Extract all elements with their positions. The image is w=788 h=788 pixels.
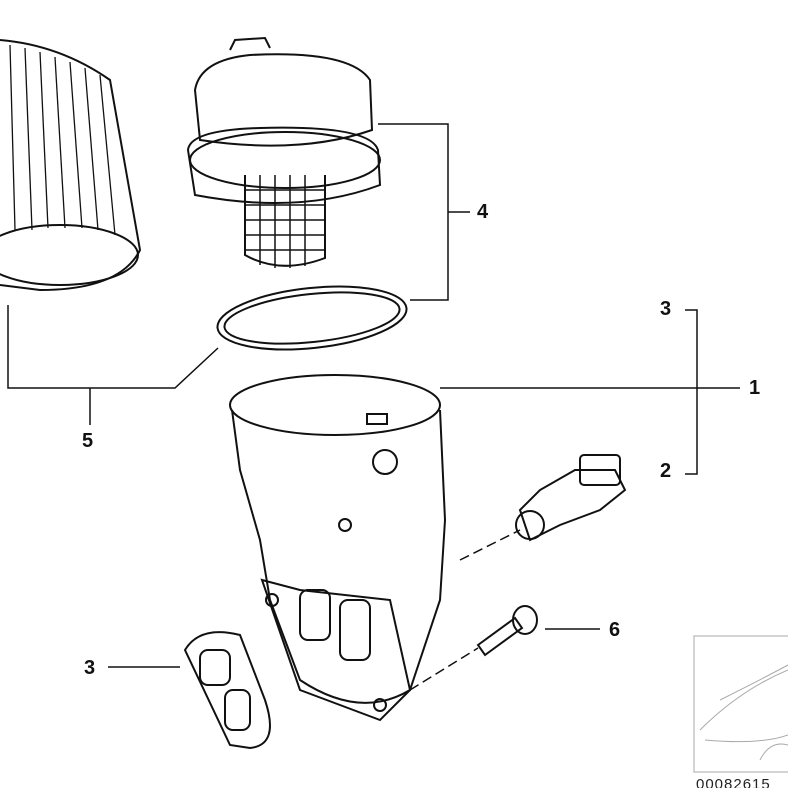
callout-6[interactable]: 6 [609,619,621,641]
callout-3-bottom[interactable]: 3 [84,657,96,679]
diagram-code: 00082615 [696,776,771,788]
callout-1[interactable]: 1 [749,377,761,399]
filter-cover-cap[interactable] [186,36,382,268]
vehicle-thumbnail [693,635,788,773]
callout-5[interactable]: 5 [82,430,94,452]
callout-3-top[interactable]: 3 [660,298,672,320]
gasket[interactable] [183,631,271,750]
oil-pressure-sensor[interactable] [515,454,627,542]
callout-2[interactable]: 2 [660,460,672,482]
o-ring-seal[interactable] [214,278,409,358]
oil-filter-element[interactable] [0,39,142,292]
oil-filter-housing[interactable] [229,374,447,722]
bolt[interactable] [476,605,538,657]
leader-lines [7,123,740,691]
callout-4[interactable]: 4 [477,201,489,223]
